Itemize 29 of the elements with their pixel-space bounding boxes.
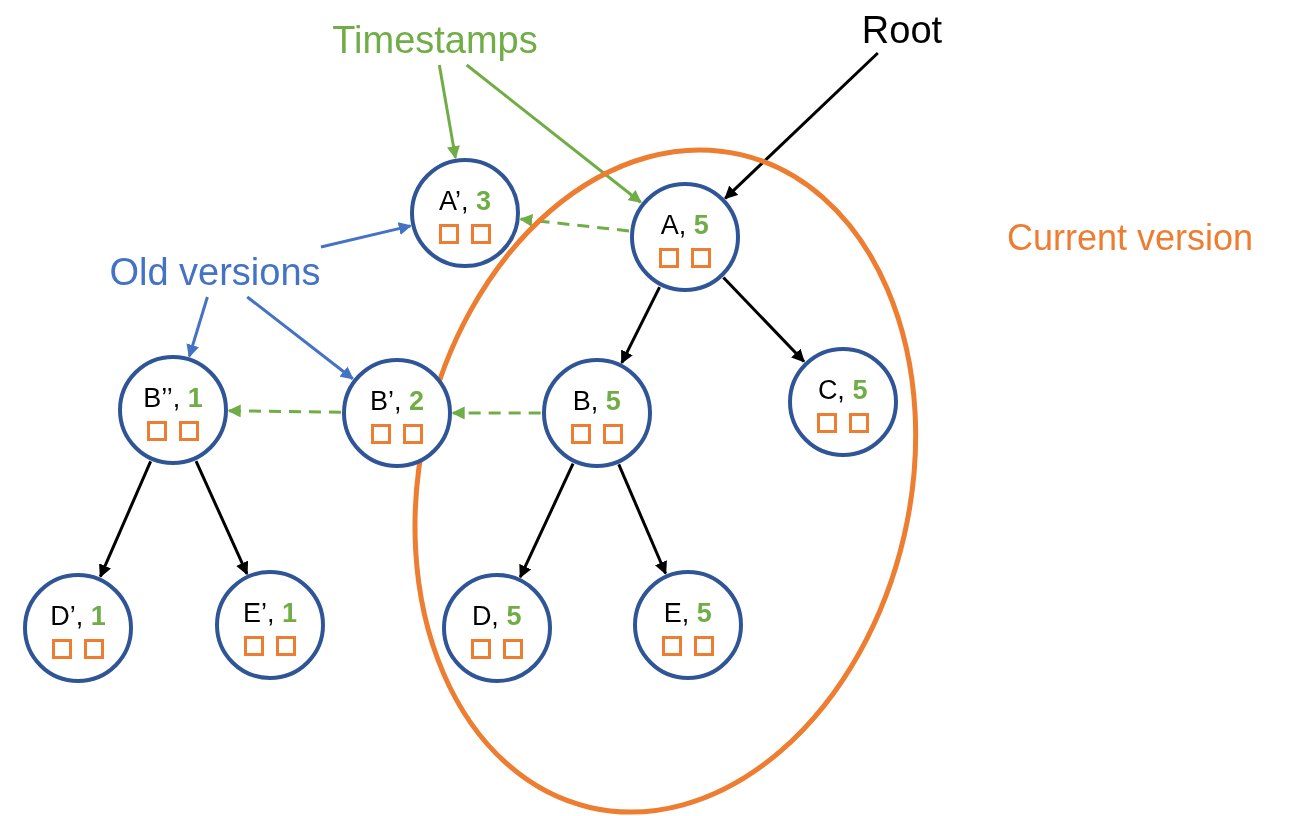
node-label: B’’, 1 bbox=[142, 383, 204, 414]
annotation-label: Old versions bbox=[75, 247, 355, 297]
node-label: A, 5 bbox=[659, 209, 710, 241]
node-label: E, 5 bbox=[662, 597, 713, 629]
annotation-label: Timestamps bbox=[315, 15, 555, 65]
node-label: D’, 1 bbox=[49, 601, 107, 632]
arrow bbox=[620, 286, 661, 365]
arrow bbox=[194, 460, 249, 576]
arrow bbox=[519, 213, 630, 233]
arrow bbox=[186, 296, 209, 358]
node-label: D, 5 bbox=[470, 600, 523, 632]
group-label: Current version bbox=[1005, 220, 1255, 256]
node-label: B’, 2 bbox=[368, 386, 425, 417]
arrow bbox=[722, 276, 806, 363]
node-label: B, 5 bbox=[571, 385, 622, 417]
arrow bbox=[465, 63, 642, 204]
arrow bbox=[437, 64, 460, 160]
arrow bbox=[518, 463, 575, 579]
node-label: E’, 1 bbox=[241, 598, 298, 629]
annotation-label: Root bbox=[847, 7, 957, 53]
node-label: A’, 3 bbox=[437, 186, 492, 217]
arrow bbox=[724, 51, 879, 200]
arrow bbox=[227, 404, 342, 418]
arrow bbox=[451, 406, 541, 420]
arrow bbox=[246, 295, 354, 380]
arrow bbox=[617, 463, 667, 575]
arrow bbox=[320, 222, 412, 249]
node-label: C, 5 bbox=[816, 374, 869, 406]
arrow bbox=[99, 460, 152, 578]
